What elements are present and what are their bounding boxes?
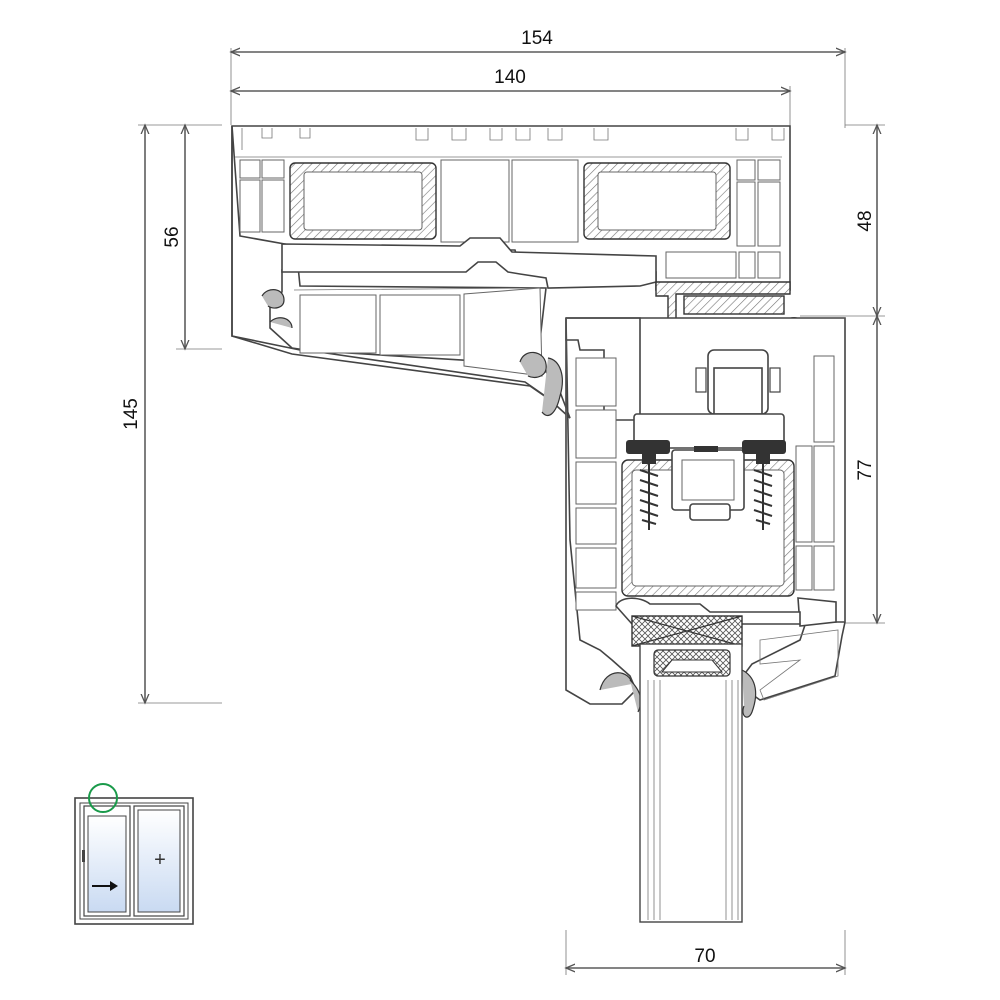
- screw-right: [753, 454, 773, 530]
- dimension-48-label: 48: [855, 210, 876, 231]
- dimension-70: 70: [566, 930, 845, 975]
- dimension-70-label: 70: [694, 946, 715, 967]
- fixed-sash-symbol: +: [154, 849, 166, 871]
- frame-profile: [231, 125, 791, 419]
- section-highlight-circle: [88, 783, 118, 813]
- window-elevation-legend: +: [74, 783, 194, 925]
- dimension-145: 145: [121, 125, 222, 703]
- dimension-77-label: 77: [855, 459, 876, 480]
- dimension-140-label: 140: [494, 67, 526, 88]
- locking-hardware: [626, 349, 786, 454]
- slide-arrow-icon: [92, 881, 118, 891]
- screw-left: [639, 454, 659, 530]
- dimension-56-label: 56: [162, 226, 183, 247]
- dimension-154: 154: [231, 28, 845, 128]
- dimension-77: 77: [840, 316, 885, 623]
- dimension-48: 48: [800, 125, 885, 316]
- glazing-unit: [615, 597, 801, 923]
- dimension-56: 56: [162, 125, 222, 349]
- handle-icon: [82, 850, 85, 862]
- sash-steel-reinforcement: [621, 449, 795, 597]
- dimension-140: 140: [231, 67, 790, 128]
- dimension-145-label: 145: [121, 398, 142, 430]
- dimension-154-label: 154: [521, 28, 553, 49]
